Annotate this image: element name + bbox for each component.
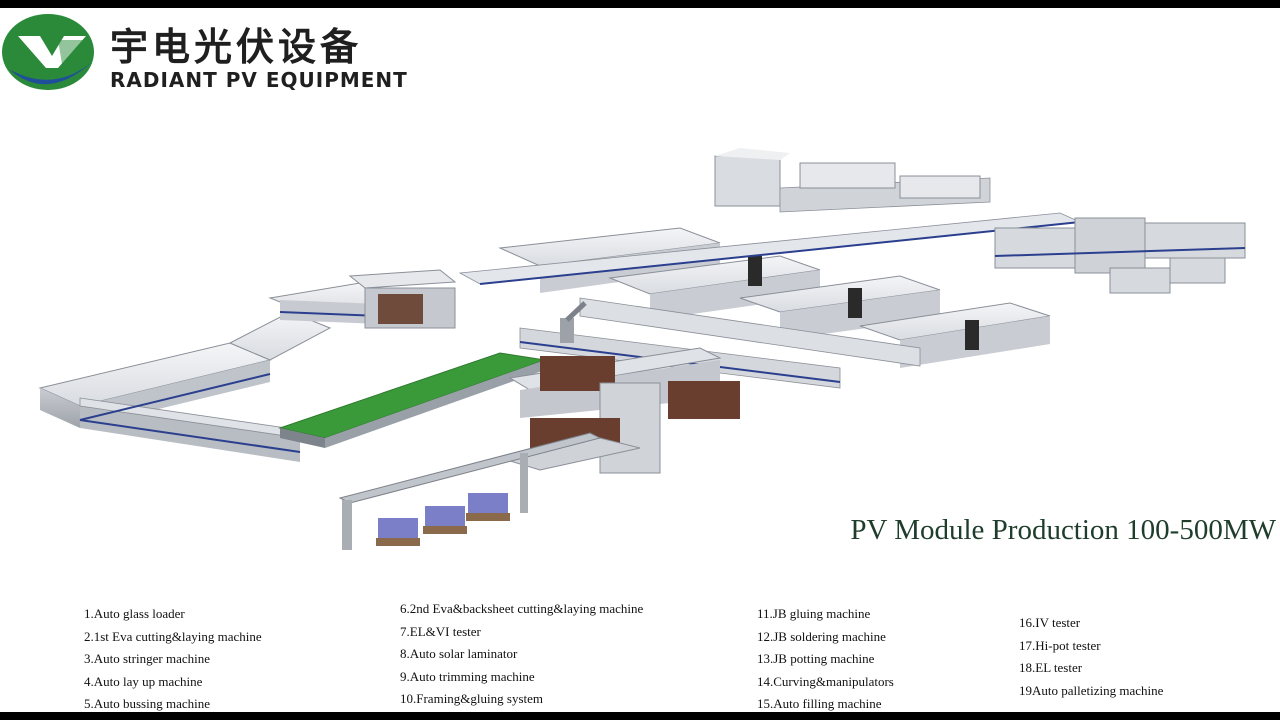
legend-item: 11.JB gluing machine xyxy=(757,606,871,621)
legend-item: 6.2nd Eva&backsheet cutting&laying machi… xyxy=(400,601,644,616)
legend-item: 19Auto palletizing machine xyxy=(1019,682,1164,698)
legend-item: 7.EL&VI tester xyxy=(400,623,481,639)
tester-stations xyxy=(994,217,1246,294)
yd-logo-icon xyxy=(2,14,94,90)
legend-item: 15.Auto filling machine xyxy=(757,696,882,711)
legend-item: 14.Curving&manipulators xyxy=(757,673,894,689)
legend-item: 2.1st Eva cutting&laying machine xyxy=(84,628,262,644)
legend-item: 16.IV tester xyxy=(1019,615,1081,630)
legend-item: 10.Framing&gluing system xyxy=(400,691,543,706)
legend-item: 8.Auto solar laminator xyxy=(400,646,518,661)
legend-item: 12.JB soldering machine xyxy=(757,628,886,644)
stringer-station xyxy=(348,269,457,329)
legend-item: 17.Hi-pot tester xyxy=(1019,637,1101,653)
legend-item: 4.Auto lay up machine xyxy=(84,673,203,689)
legend-column-4: 16.IV tester 17.Hi-pot tester 18.EL test… xyxy=(1019,612,1163,702)
production-line-illustration xyxy=(38,148,1246,550)
legend-column-2: 6.2nd Eva&backsheet cutting&laying machi… xyxy=(400,598,643,711)
legend-item: 1.Auto glass loader xyxy=(84,606,185,621)
framing-area xyxy=(714,148,991,213)
legend-item: 13.JB potting machine xyxy=(757,651,875,666)
page-title: PV Module Production 100-500MW xyxy=(850,514,1276,546)
legend-item: 3.Auto stringer machine xyxy=(84,651,210,666)
palletizing-area xyxy=(338,347,740,550)
legend-item: 18.EL tester xyxy=(1019,660,1083,675)
legend-item: 9.Auto trimming machine xyxy=(400,668,535,684)
brand-name-en: RADIANT PV EQUIPMENT xyxy=(110,68,408,92)
legend-item: 5.Auto bussing machine xyxy=(84,696,211,711)
slide: 宇电光伏设备 RADIANT PV EQUIPMENT xyxy=(0,8,1280,712)
legend-column-3: 11.JB gluing machine 12.JB soldering mac… xyxy=(757,603,894,712)
brand-name-cn: 宇电光伏设备 xyxy=(110,25,363,69)
green-conveyor-belt xyxy=(278,352,546,448)
legend-column-1: 1.Auto glass loader 2.1st Eva cutting&la… xyxy=(84,603,262,712)
robot-arm xyxy=(560,301,587,343)
